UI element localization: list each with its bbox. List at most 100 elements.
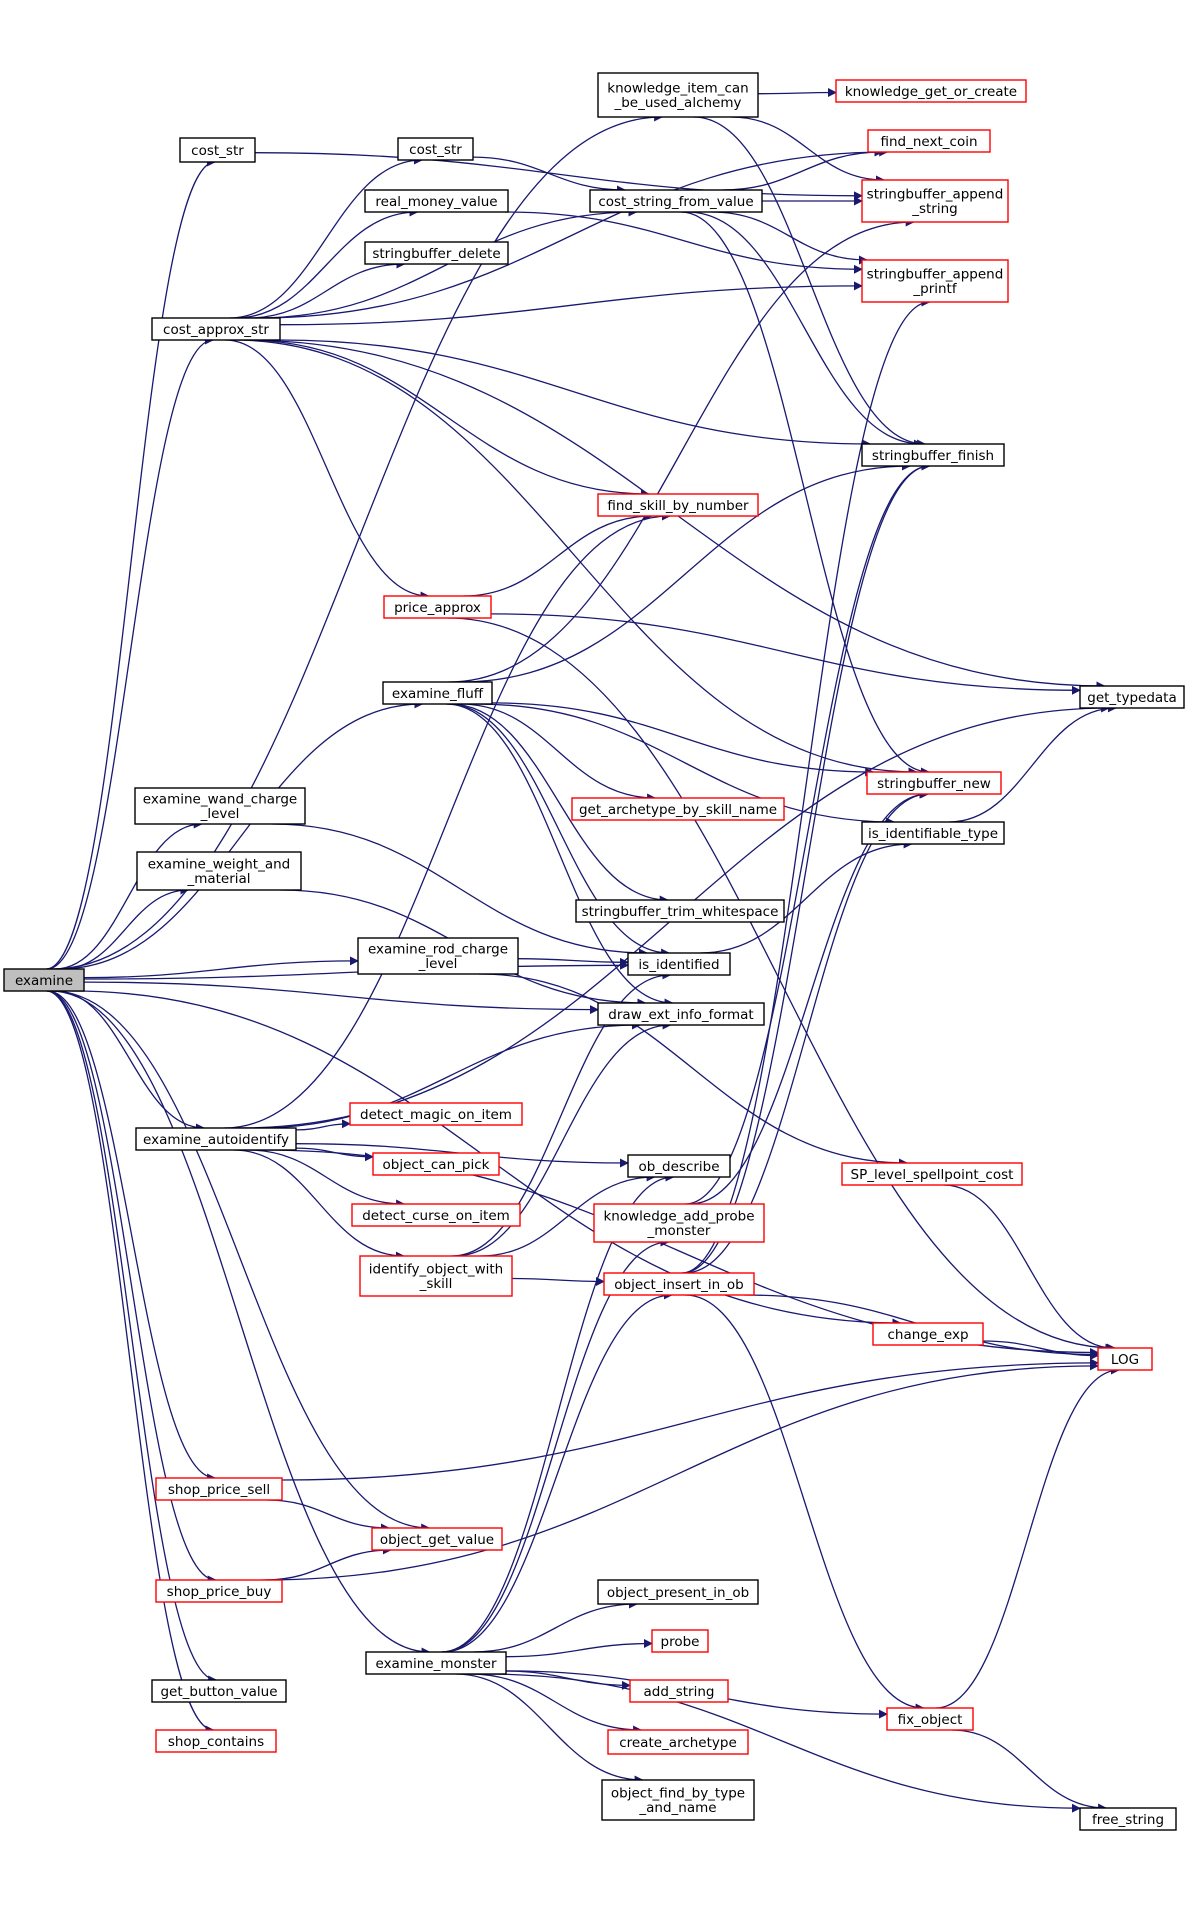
edge-knowledge_item_can_be_used_alchemy-to-knowledge_get_or_create <box>757 88 837 98</box>
node-fix-object[interactable]: fix_object <box>886 1707 974 1731</box>
node-find-skill-by-number[interactable]: find_skill_by_number <box>597 493 759 517</box>
node-free-string[interactable]: free_string <box>1079 1807 1177 1831</box>
edge-examine-to-is_identified <box>83 960 629 980</box>
node-object-insert-in-ob[interactable]: object_insert_in_ob <box>603 1272 755 1296</box>
edge-object_insert_in_ob-to-stringbuffer_finish <box>682 461 931 1274</box>
node-label: ob_describe <box>638 1159 719 1175</box>
node-examine-fluff[interactable]: examine_fluff <box>382 681 493 705</box>
edge-fix_object-to-free_string <box>951 1729 1108 1813</box>
node-stringbuffer-finish[interactable]: stringbuffer_finish <box>861 443 1005 467</box>
node-shop-price-sell[interactable]: shop_price_sell <box>155 1477 283 1501</box>
node-ob-describe[interactable]: ob_describe <box>627 1154 731 1178</box>
node-box <box>627 1154 731 1178</box>
edge-price_approx-to-LOG <box>447 617 1116 1353</box>
node-is-identifiable-type[interactable]: is_identifiable_type <box>861 821 1005 845</box>
node-examine-autoidentify[interactable]: examine_autoidentify <box>135 1127 297 1151</box>
edge-examine_monster-to-object_find_by_type_and_name <box>455 1673 644 1785</box>
edge-examine-to-cost_str_1 <box>46 157 216 970</box>
node-shop-contains[interactable]: shop_contains <box>155 1729 277 1753</box>
node-shop-price-buy[interactable]: shop_price_buy <box>155 1579 283 1603</box>
edge-cost_approx_str-to-stringbuffer_delete <box>247 259 406 319</box>
node-box <box>155 1579 283 1603</box>
node-get-archetype-by-skill-name[interactable]: get_archetype_by_skill_name <box>571 797 785 821</box>
node-is-identified[interactable]: is_identified <box>627 952 731 976</box>
node-change-exp[interactable]: change_exp <box>872 1322 984 1346</box>
node-examine[interactable]: examine <box>3 968 85 992</box>
edge-examine_fluff-to-stringbuffer_new <box>491 702 875 777</box>
node-cost-approx-str[interactable]: cost_approx_str <box>151 317 281 341</box>
edge-examine_autoidentify-to-identify_object_with_skill <box>233 1149 405 1261</box>
edge-real_money_value-to-stringbuffer_append_printf <box>504 211 863 274</box>
node-label: knowledge_item_can <box>607 81 748 97</box>
node-label: is_identifiable_type <box>868 826 998 842</box>
node-label: object_insert_in_ob <box>614 1277 743 1293</box>
node-get-button-value[interactable]: get_button_value <box>151 1679 287 1703</box>
node-get-typedata[interactable]: get_typedata <box>1079 685 1185 709</box>
node-cost-string-from-value[interactable]: cost_string_from_value <box>589 189 763 213</box>
edge-examine_monster-to-create_archetype <box>469 1673 643 1735</box>
node-label: change_exp <box>887 1327 968 1343</box>
node-stringbuffer-trim-whitespace[interactable]: stringbuffer_trim_whitespace <box>575 899 785 923</box>
node-box <box>155 1729 277 1753</box>
node-label: stringbuffer_append <box>867 187 1004 203</box>
node-stringbuffer-append-string[interactable]: stringbuffer_append_string <box>861 179 1009 223</box>
node-box <box>589 189 763 213</box>
node-label: object_find_by_type <box>611 1786 745 1802</box>
node-examine-weight-and-material[interactable]: examine_weight_and_material <box>136 851 302 891</box>
node-real-money-value[interactable]: real_money_value <box>364 189 509 213</box>
node-find-next-coin[interactable]: find_next_coin <box>867 129 991 153</box>
node-object-get-value[interactable]: object_get_value <box>371 1527 503 1551</box>
node-object-find-by-type-and-name[interactable]: object_find_by_type_and_name <box>601 1779 755 1821</box>
node-probe[interactable]: probe <box>651 1629 709 1653</box>
node-cost-str-1[interactable]: cost_str <box>179 137 256 163</box>
node-price-approx[interactable]: price_approx <box>383 595 492 619</box>
edge-examine_autoidentify-to-draw_ext_info_format <box>256 1020 641 1129</box>
edge-examine_fluff-to-stringbuffer_trim_whitespace <box>449 703 669 905</box>
node-object-present-in-ob[interactable]: object_present_in_ob <box>597 1579 759 1605</box>
node-label: examine_monster <box>376 1656 497 1672</box>
node-LOG[interactable]: LOG <box>1097 1347 1153 1371</box>
node-detect-curse-on-item[interactable]: detect_curse_on_item <box>351 1203 521 1227</box>
node-stringbuffer-new[interactable]: stringbuffer_new <box>866 771 1002 795</box>
node-stringbuffer-append-printf[interactable]: stringbuffer_append_printf <box>861 259 1009 303</box>
node-examine-wand-charge-level[interactable]: examine_wand_charge_level <box>134 787 306 825</box>
node-label: _monster <box>647 1223 711 1239</box>
node-label: stringbuffer_append <box>867 267 1004 283</box>
node-identify-object-with-skill[interactable]: identify_object_with_skill <box>359 1255 513 1297</box>
node-label: LOG <box>1111 1352 1139 1368</box>
node-box <box>136 851 302 891</box>
node-SP-level-spellpoint-cost[interactable]: SP_level_spellpoint_cost <box>841 1162 1023 1186</box>
nodes-layer: examine knowledge_item_can_be_used_alchem… <box>3 72 1185 1831</box>
edge-price_approx-to-get_typedata <box>490 613 1081 695</box>
edge-examine-to-draw_ext_info_format <box>83 981 599 1015</box>
node-box <box>364 189 509 213</box>
node-knowledge-add-probe-monster[interactable]: knowledge_add_probe_monster <box>593 1203 765 1243</box>
node-object-can-pick[interactable]: object_can_pick <box>372 1152 500 1176</box>
node-examine-monster[interactable]: examine_monster <box>365 1651 507 1675</box>
node-box <box>575 899 785 923</box>
node-detect-magic-on-item[interactable]: detect_magic_on_item <box>349 1102 523 1126</box>
node-create-archetype[interactable]: create_archetype <box>607 1729 749 1755</box>
node-label: examine_wand_charge <box>143 792 297 808</box>
node-label: find_next_coin <box>880 134 977 150</box>
node-box <box>364 241 509 265</box>
node-label: fix_object <box>898 1712 963 1728</box>
node-label: _skill <box>419 1276 453 1292</box>
edge-shop_price_sell-to-object_get_value <box>266 1499 390 1533</box>
edge-examine_rod_charge_level-to-SP_level_spellpoint_cost <box>478 973 908 1168</box>
node-knowledge-get-or-create[interactable]: knowledge_get_or_create <box>835 79 1027 103</box>
node-label: stringbuffer_trim_whitespace <box>582 904 779 920</box>
node-add-string[interactable]: add_string <box>629 1679 729 1703</box>
node-examine-rod-charge-level[interactable]: examine_rod_charge_level <box>357 937 519 975</box>
node-label: _and_name <box>638 1800 716 1816</box>
node-knowledge-item-can-be-used-alchemy[interactable]: knowledge_item_can_be_used_alchemy <box>597 72 759 118</box>
node-box <box>861 179 1009 223</box>
edge-examine-to-shop_price_buy <box>47 990 217 1585</box>
node-label: cost_str <box>409 142 462 158</box>
node-draw-ext-info-format[interactable]: draw_ext_info_format <box>597 1002 765 1026</box>
edge-examine_fluff-to-stringbuffer_append_string <box>448 217 915 683</box>
node-box <box>841 1162 1023 1186</box>
node-stringbuffer-delete[interactable]: stringbuffer_delete <box>364 241 509 265</box>
node-cost-str-2[interactable]: cost_str <box>397 137 474 161</box>
node-label: object_present_in_ob <box>607 1585 749 1601</box>
